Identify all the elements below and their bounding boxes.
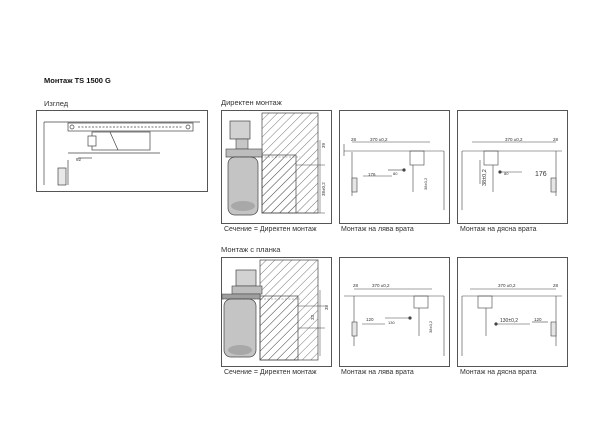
plate-right-dim-120: 120	[534, 317, 542, 322]
direct-left-door-drawing	[343, 141, 445, 210]
caption-plate-section: Сечение = Директен монтаж	[224, 369, 317, 376]
plate-left-door-drawing	[344, 288, 445, 356]
direct-right-dim-38: 38±0,2	[482, 169, 488, 186]
plate-left-dim-28: 28	[353, 283, 359, 288]
plate-left-dim-38: 38±0,2	[428, 320, 433, 333]
direct-section-drawing	[225, 112, 325, 216]
plate-left-dim-120: 120	[366, 317, 374, 322]
plate-right-dim-130: 130±0,2	[500, 318, 518, 324]
plate-right-dim-370: 370 ±0,2	[498, 283, 516, 288]
view-heading: Изглед	[44, 99, 69, 108]
direct-left-dim-28: 28	[351, 137, 357, 142]
page-title: Монтаж TS 1500 G	[44, 76, 111, 85]
direct-right-door-drawing	[461, 141, 562, 210]
direct-right-dim-176: 176	[535, 171, 547, 178]
plate-right-dim-28: 28	[553, 283, 559, 288]
direct-left-door-panel	[339, 110, 450, 224]
direct-right-door-panel	[457, 110, 568, 224]
direct-right-dim-80: 80	[504, 171, 509, 176]
plate-left-door-panel	[339, 257, 450, 367]
plate-section-drawing	[221, 259, 325, 361]
direct-section-dim-38: 38±0,2	[321, 182, 326, 196]
direct-left-dim-370: 370 ±0,2	[370, 137, 388, 142]
direct-left-dim-80: 80	[393, 171, 398, 176]
plate-section-dim-38: 38	[324, 304, 329, 310]
direct-section-dim-39: 39	[321, 142, 326, 148]
view-drawing	[43, 121, 200, 186]
direct-left-dim-38: 38±0,2	[423, 177, 428, 190]
caption-direct-left-door: Монтаж на лява врата	[341, 226, 414, 233]
plate-left-dim-130: 130	[388, 320, 395, 325]
caption-plate-right-door: Монтаж на дясна врата	[460, 369, 537, 376]
plate-mount-heading: Монтаж с планка	[221, 245, 281, 254]
plate-section-dim-33: 33	[310, 314, 315, 320]
direct-right-dim-28: 28	[553, 137, 559, 142]
plate-right-door-drawing	[461, 288, 562, 356]
caption-direct-section: Сечение = Директен монтаж	[224, 226, 317, 233]
plate-right-door-panel	[457, 257, 568, 367]
view-dim-92: 92	[76, 157, 82, 162]
caption-direct-right-door: Монтаж на дясна врата	[460, 226, 537, 233]
direct-right-dim-370: 370 ±0,2	[505, 137, 523, 142]
direct-mount-heading: Директен монтаж	[221, 98, 282, 107]
caption-plate-left-door: Монтаж на лява врата	[341, 369, 414, 376]
plate-left-dim-370: 370 ±0,2	[372, 283, 390, 288]
direct-left-dim-176: 176	[368, 172, 376, 177]
